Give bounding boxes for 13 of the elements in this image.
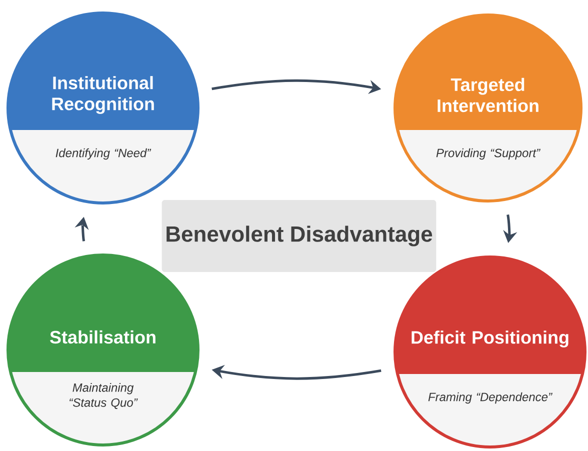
circle-subtitle: Maintaining “Status Quo” [70,383,138,409]
centre-box: Benevolent Disadvantage [162,200,436,272]
circle-subtitle: Providing “Support” [436,148,540,160]
stage-circle [6,12,200,204]
circle-heading: Institutional Recognition [52,76,154,114]
stage-circle [394,256,586,448]
circle-heading: Targeted Intervention [438,78,538,112]
circle-heading: Stabilisation [50,330,156,344]
stage-circle [6,254,200,446]
circle-heading: Deficit Positioning [412,330,568,348]
stage-circle [394,14,582,202]
circle-subtitle: Framing “Dependence” [428,392,552,404]
circle-subtitle: Identifying “Need” [56,148,152,160]
